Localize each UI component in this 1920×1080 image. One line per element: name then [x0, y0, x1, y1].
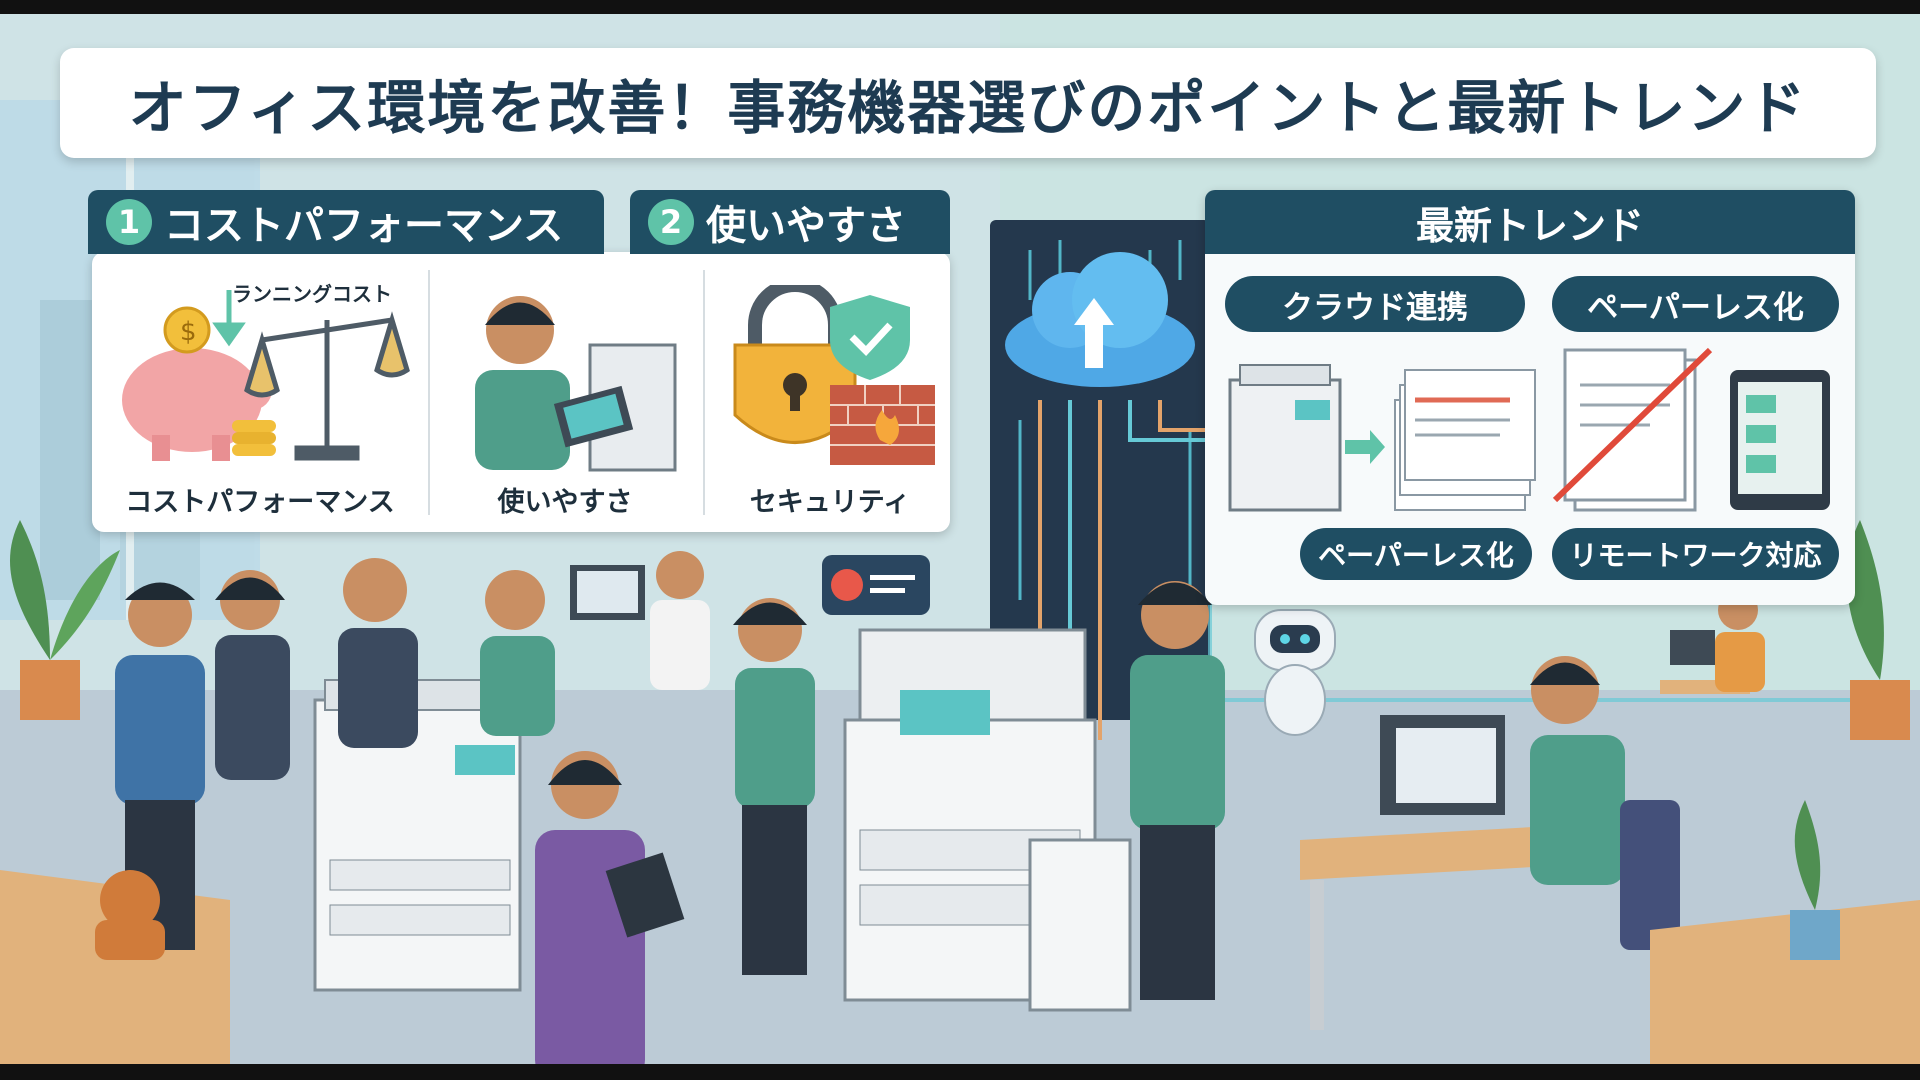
coin-stack-icon	[232, 420, 276, 456]
trends-header-label: 最新トレンド	[1415, 203, 1644, 248]
coin-icon: $	[163, 306, 211, 354]
scale-icon	[244, 311, 410, 461]
tab2-number: 2	[648, 199, 694, 245]
chat-chart-icon	[822, 555, 930, 615]
shield-check-icon	[830, 295, 910, 380]
printer-panel-icon	[553, 343, 677, 472]
person-woman-purple	[535, 751, 685, 1080]
person-woman-desk-back	[570, 551, 710, 690]
person-woman-suit	[215, 570, 290, 780]
usability-illustration	[475, 296, 677, 472]
title-banner: オフィス環境を改善！事務機器選びのポイントと最新トレンド	[60, 48, 1876, 158]
pill-paperless-bottom: ペーパーレス化	[1300, 528, 1532, 580]
worker-laptop-right	[1300, 656, 1680, 1030]
cost-illustration: $	[122, 290, 410, 461]
plant-right	[1846, 520, 1910, 740]
person-woman-green	[480, 570, 555, 736]
page-title: オフィス環境を改善！事務機器選びのポイントと最新トレンド	[128, 74, 1808, 142]
divider-1	[428, 270, 430, 515]
cloud-upload-icon	[1005, 252, 1195, 387]
firewall-icon	[830, 385, 935, 465]
person-man-center	[1130, 581, 1225, 1000]
pill-remote-work: リモートワーク対応	[1552, 528, 1839, 580]
tab2-label: 使いやすさ	[706, 203, 906, 249]
arrow-down-icon	[212, 290, 246, 347]
svg-text:$: $	[180, 317, 197, 347]
crossed-document-icon	[1552, 347, 1713, 512]
caption-cost-performance: コストパフォーマンス	[125, 487, 395, 518]
copier-icon	[1228, 364, 1342, 512]
running-cost-label: ランニングコスト	[232, 282, 392, 306]
person-man-suit	[338, 558, 418, 748]
trends-illustration	[1228, 347, 1830, 512]
pill-paperless-top: ペーパーレス化	[1552, 276, 1839, 332]
trends-header: 最新トレンド	[1205, 190, 1855, 254]
tab-usability: 2 使いやすさ	[630, 190, 950, 254]
tablet-icon	[1730, 370, 1830, 510]
pill-cloud: クラウド連携	[1225, 276, 1525, 332]
shisa-statue	[95, 870, 165, 960]
tab-cost-performance: 1 コストパフォーマンス	[88, 190, 604, 254]
caption-security: セキュリティ	[749, 487, 911, 518]
person-woman-center	[733, 598, 815, 975]
tab1-label: コストパフォーマンス	[164, 203, 564, 249]
arrow-right-icon	[1345, 430, 1385, 464]
plant-right-desk	[1790, 800, 1840, 960]
robot-icon	[1254, 609, 1336, 736]
printer-center	[843, 628, 1132, 1012]
tab1-number: 1	[106, 199, 152, 245]
plant-left	[10, 520, 120, 720]
security-illustration	[733, 285, 935, 465]
caption-usability: 使いやすさ	[497, 487, 633, 518]
divider-2	[703, 270, 705, 515]
document-stack-icon	[1394, 369, 1536, 511]
